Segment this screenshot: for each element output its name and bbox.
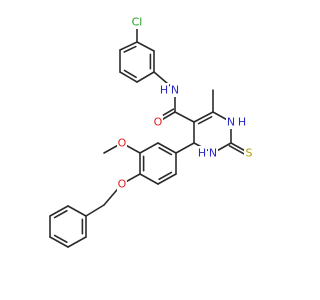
hydrogen-label-background (197, 146, 207, 160)
atom-label-background (117, 177, 127, 191)
bond (175, 142, 195, 154)
bond (174, 111, 195, 123)
bond (53, 234, 68, 244)
bond (197, 115, 213, 125)
bond (193, 111, 214, 123)
hydrogen-symbol: H (160, 84, 168, 97)
bond (53, 209, 68, 219)
bond (158, 146, 173, 156)
atom-s-thione: S (244, 146, 254, 160)
bond (139, 142, 159, 154)
bond (158, 171, 173, 181)
hydrogen-symbol: H (198, 147, 206, 160)
bond-layer (49, 21, 250, 248)
bond (123, 45, 137, 53)
atom-label-background (117, 136, 127, 150)
bond (119, 41, 138, 51)
atom-symbol: Cl (132, 16, 143, 29)
hydrogen-symbol: H (238, 116, 246, 129)
hydrogen-label-background (159, 83, 169, 97)
atom-nh-amide: NH (159, 83, 180, 97)
atom-symbol: N (209, 147, 217, 160)
bond (85, 204, 105, 217)
hydrogen-label-background (237, 115, 247, 129)
bond (136, 41, 155, 52)
bond (67, 205, 87, 217)
atom-label-background (129, 15, 145, 29)
atom-symbol: O (118, 137, 127, 150)
atom-symbol: O (154, 116, 163, 129)
atom-label-background (244, 146, 254, 160)
atom-symbol: S (246, 147, 253, 160)
atom-label-background (153, 115, 163, 129)
atom-label-background (170, 83, 180, 97)
bond (139, 173, 159, 185)
bond (119, 71, 138, 83)
bond (157, 173, 177, 185)
atom-symbol: N (171, 84, 179, 97)
bond (123, 69, 137, 79)
atom-symbol: N (227, 116, 235, 129)
atom-cl: Cl (129, 15, 145, 29)
atom-o-benzyloxy: O (117, 177, 127, 191)
atom-symbol: O (118, 178, 127, 191)
atom-label-background (226, 115, 236, 129)
atom-nh-ring-lower: NH (197, 146, 218, 160)
bond (136, 71, 155, 83)
bond (49, 236, 69, 248)
atom-o-carbonyl: O (153, 115, 163, 129)
atom-label-background (208, 146, 218, 160)
bond (49, 205, 69, 217)
bond (67, 236, 87, 248)
bond (157, 142, 177, 154)
atom-o-methoxy: O (117, 136, 127, 150)
